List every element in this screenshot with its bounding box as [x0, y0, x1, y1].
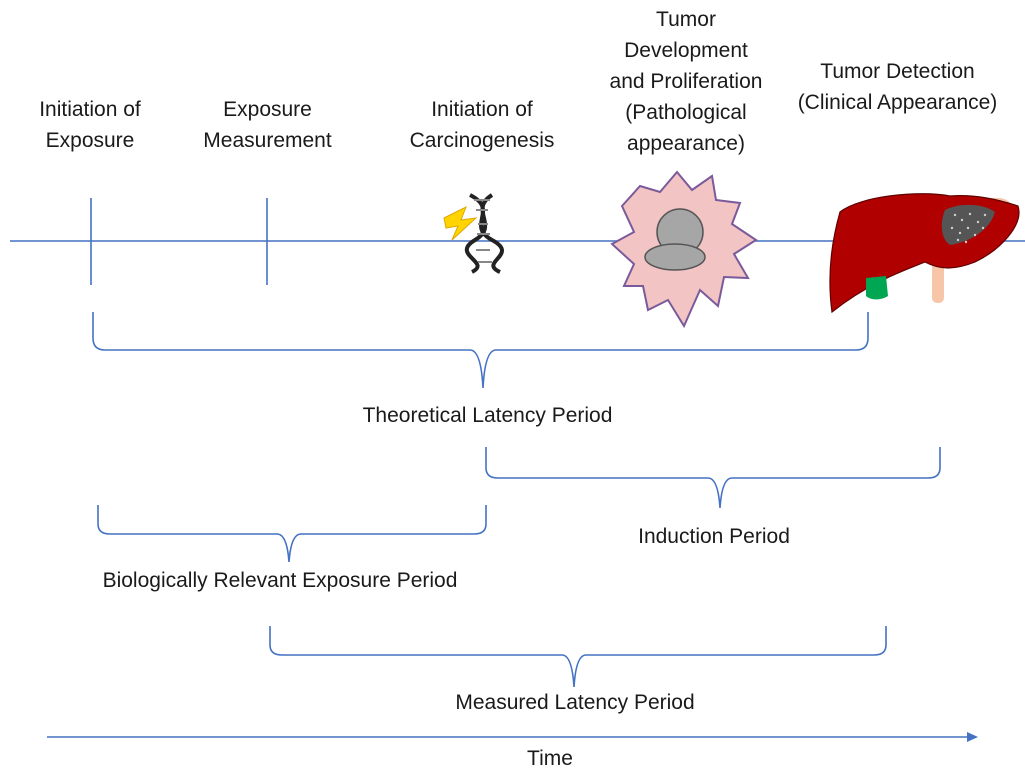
measured-latency-label: Measured Latency Period	[455, 691, 695, 714]
theoretical-latency-bracket	[92, 312, 869, 389]
stage-label-exposure-measurement: Exposure Measurement	[185, 94, 350, 156]
induction-period-label: Induction Period	[638, 525, 790, 548]
measured-latency-bracket	[269, 626, 887, 688]
biologically-relevant-exposure-label: Biologically Relevant Exposure Period	[102, 569, 458, 592]
biologically-relevant-exposure-bracket	[97, 505, 487, 563]
stage-line: Exposure	[45, 129, 135, 152]
stage-line: (Clinical Appearance)	[797, 91, 998, 114]
induction-period-bracket	[485, 447, 941, 509]
time-axis-label: Time	[527, 747, 573, 770]
stage-label-initiation-of-carcinogenesis: Initiation of Carcinogenesis	[396, 94, 568, 156]
tumor-cell-icon	[610, 170, 758, 329]
stage-line: and Proliferation	[609, 70, 763, 93]
time-arrow-head	[967, 732, 978, 742]
liver-tumor-icon	[829, 193, 1020, 314]
stage-line: Carcinogenesis	[409, 129, 555, 152]
stage-line: Initiation of	[431, 98, 533, 121]
theoretical-latency-label: Theoretical Latency Period	[362, 404, 613, 427]
stage-line: Exposure	[223, 98, 312, 121]
stage-line: Measurement	[203, 129, 332, 152]
stage-label-tumor-detection: Tumor Detection (Clinical Appearance)	[780, 56, 1015, 118]
stage-line: Tumor Detection	[820, 60, 975, 83]
stage-line: appearance)	[627, 132, 745, 155]
dna-lightning-icon	[443, 193, 504, 274]
stage-line: (Pathological	[625, 101, 747, 124]
stage-line: Development	[624, 39, 748, 62]
stage-line: Initiation of	[39, 98, 141, 121]
stage-label-initiation-of-exposure: Initiation of Exposure	[20, 94, 160, 156]
stage-line: Tumor	[656, 8, 716, 31]
stage-label-tumor-development: Tumor Development and Proliferation (Pat…	[596, 4, 776, 159]
